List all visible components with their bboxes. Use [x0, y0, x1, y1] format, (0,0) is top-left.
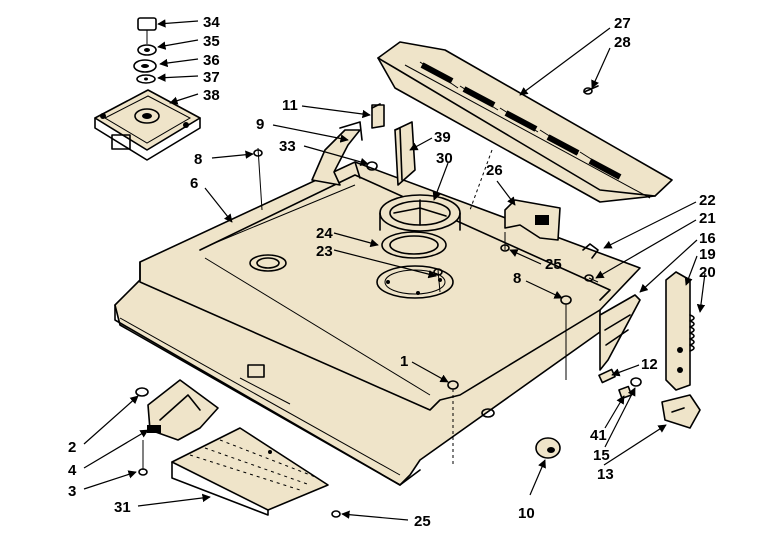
callout-labels: 34 35 36 37 38 27 28 11 9 39 33 30 8 6 2… [68, 14, 716, 530]
callout-20: 20 [699, 264, 716, 281]
callout-24: 24 [316, 225, 333, 242]
leader-lines [83, 19, 706, 521]
hinge-parts [135, 379, 219, 476]
callout-33: 33 [279, 138, 296, 155]
callout-31: 31 [114, 499, 131, 516]
callout-38: 38 [203, 87, 220, 104]
callout-30: 30 [436, 150, 453, 167]
callout-13: 13 [597, 466, 614, 483]
callout-12: 12 [641, 356, 658, 373]
callout-37: 37 [203, 69, 220, 86]
top-bracket-strip [377, 41, 673, 203]
callout-8-right: 8 [513, 270, 521, 287]
callout-25-upper: 25 [545, 256, 562, 273]
knob-part [535, 437, 561, 459]
callout-22: 22 [699, 192, 716, 209]
callout-23: 23 [316, 243, 333, 260]
callout-39: 39 [434, 129, 451, 146]
callout-2: 2 [68, 439, 76, 456]
callout-28: 28 [614, 34, 631, 51]
callout-10: 10 [518, 505, 535, 522]
upper-parts [253, 103, 599, 465]
bottom-tray [171, 427, 341, 518]
callout-11: 11 [282, 97, 298, 114]
callout-27: 27 [614, 15, 631, 32]
callout-35: 35 [203, 33, 220, 50]
callout-25-lower: 25 [414, 513, 431, 530]
callout-36: 36 [203, 52, 220, 69]
callout-9: 9 [256, 116, 264, 133]
main-panel [114, 161, 641, 486]
callout-4: 4 [68, 462, 77, 479]
callout-34: 34 [203, 14, 220, 31]
callout-15: 15 [593, 447, 610, 464]
callout-26: 26 [486, 162, 503, 179]
callout-19: 19 [699, 246, 716, 263]
callout-41: 41 [590, 427, 607, 444]
callout-3: 3 [68, 483, 76, 500]
callout-6: 6 [190, 175, 198, 192]
callout-1: 1 [400, 353, 408, 370]
switch-assembly-parts [94, 17, 201, 161]
callout-21: 21 [699, 210, 716, 227]
callout-8-left: 8 [194, 151, 202, 168]
callout-16: 16 [699, 230, 716, 247]
